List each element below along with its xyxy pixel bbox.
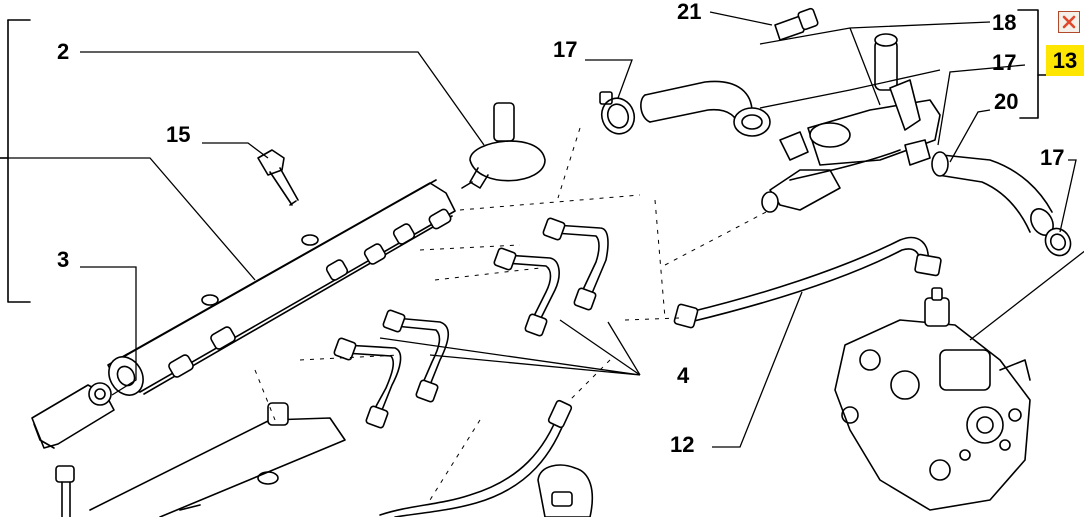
bolt-15 bbox=[257, 149, 299, 206]
clamp-17-top bbox=[599, 91, 636, 135]
close-icon bbox=[1062, 15, 1076, 29]
high-pressure-pump bbox=[834, 287, 1031, 511]
callout-21: 21 bbox=[677, 0, 701, 24]
callout-4: 4 bbox=[677, 363, 690, 388]
injector-pipes bbox=[333, 217, 609, 429]
leak-pipe bbox=[379, 399, 573, 517]
group-bracket-right bbox=[1017, 9, 1039, 119]
callout-3: 3 bbox=[57, 247, 69, 272]
callout-2: 2 bbox=[57, 39, 69, 64]
page-badge[interactable]: 13 bbox=[1046, 45, 1084, 76]
callout-17-right: 17 bbox=[1040, 145, 1064, 170]
callout-18: 18 bbox=[992, 10, 1016, 35]
bolt-bottom-left bbox=[55, 465, 75, 517]
callout-20: 20 bbox=[994, 89, 1018, 114]
callout-15: 15 bbox=[166, 122, 190, 147]
bottom-sensor bbox=[537, 464, 594, 517]
callout-12: 12 bbox=[670, 432, 694, 457]
bolt-21 bbox=[774, 7, 819, 41]
pressure-regulator bbox=[461, 102, 546, 189]
clamp-17-right bbox=[1044, 227, 1072, 257]
pressure-sensor bbox=[31, 382, 115, 449]
callout-17-mid: 17 bbox=[992, 50, 1016, 75]
hose-upper-left bbox=[640, 80, 771, 137]
close-button[interactable] bbox=[1058, 11, 1080, 33]
fuel-rail bbox=[107, 179, 456, 396]
return-pipe bbox=[673, 236, 942, 329]
group-bracket-left bbox=[7, 19, 31, 303]
callout-17-top: 17 bbox=[553, 37, 577, 62]
coolant-junction bbox=[761, 33, 941, 213]
hose-20 bbox=[931, 151, 1054, 236]
cover-plate bbox=[89, 402, 346, 517]
